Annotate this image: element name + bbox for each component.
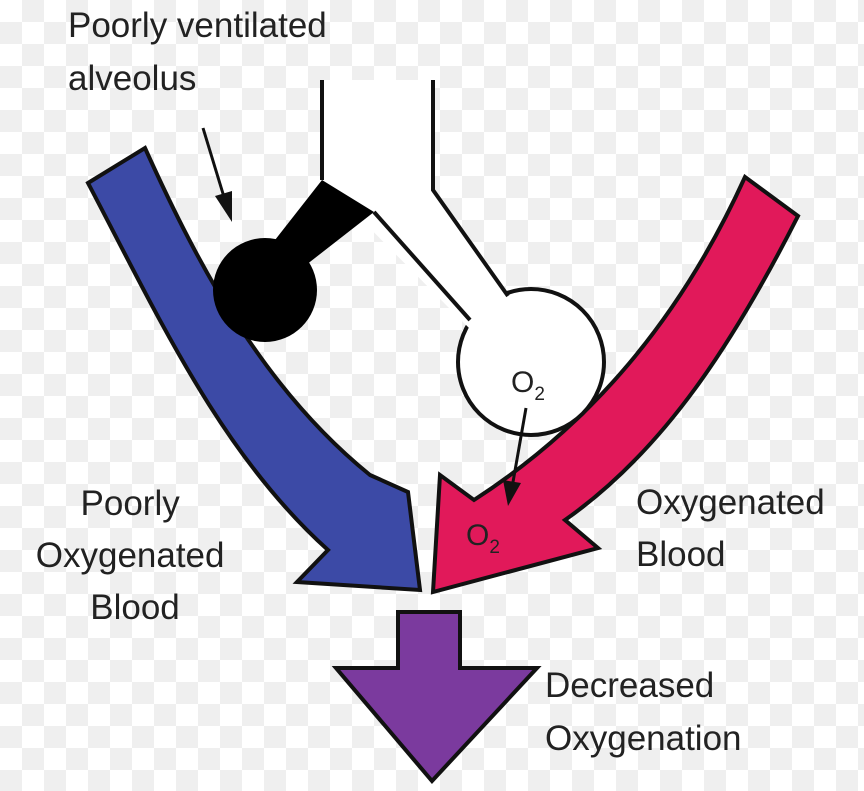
- healthy-alveolus: [322, 80, 604, 435]
- poorly-oxygenated-label: Poorly Oxygenated Blood: [36, 484, 234, 627]
- oxygenated-blood-label: Oxygenated Blood: [636, 483, 834, 574]
- decreased-oxygenation-label: Decreased Oxygenation: [545, 666, 742, 758]
- poorly-ventilated-alveolus: [213, 180, 374, 342]
- pointer-arrow: [203, 128, 232, 222]
- poorly-ventilated-label: Poorly ventilated alveolus: [68, 6, 337, 98]
- decreased-oxygenation-arrow: [336, 612, 537, 781]
